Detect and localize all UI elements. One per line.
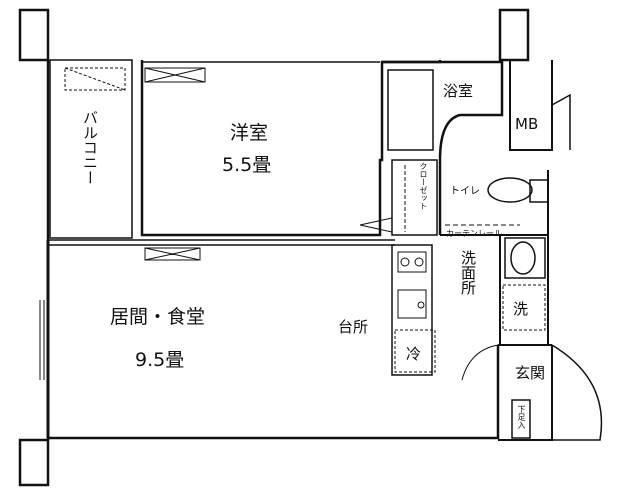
closet (391, 159, 438, 236)
pillar (18, 8, 50, 62)
wall (46, 60, 500, 440)
toilet-bowl (487, 177, 533, 203)
curtain-rail-label: カーテンレール (446, 229, 502, 238)
bathroom-label: 浴室 (443, 82, 474, 100)
living-dining-name: 居間・食堂 (110, 306, 206, 328)
living-dining-size: 9.5畳 (135, 349, 185, 371)
refrigerator-space (394, 329, 436, 373)
balcony-area (49, 59, 133, 239)
bathtub (387, 69, 434, 151)
western-room-size: 5.5畳 (222, 154, 272, 176)
closet-label: クローゼット (419, 162, 428, 210)
bathroom-wall (382, 60, 504, 235)
kitchen-counter (391, 244, 433, 376)
shoe-box (511, 399, 531, 439)
pillar (498, 8, 530, 62)
washroom-label: 洗面所 (459, 250, 477, 295)
pillar (18, 438, 50, 487)
balcony-label: バルコニー (81, 110, 99, 185)
washer-space (502, 284, 546, 331)
entrance-label: 玄関 (515, 364, 546, 382)
meter-box-label: MB (515, 115, 539, 133)
toilet-label: トイレ (450, 186, 480, 197)
western-room-name: 洋室 (230, 122, 269, 144)
shoe-box-label: 下足入 (517, 405, 526, 429)
kitchen-label: 台所 (338, 318, 369, 336)
washer-label: 洗 (513, 300, 529, 318)
refrigerator-label: 冷 (406, 345, 422, 363)
